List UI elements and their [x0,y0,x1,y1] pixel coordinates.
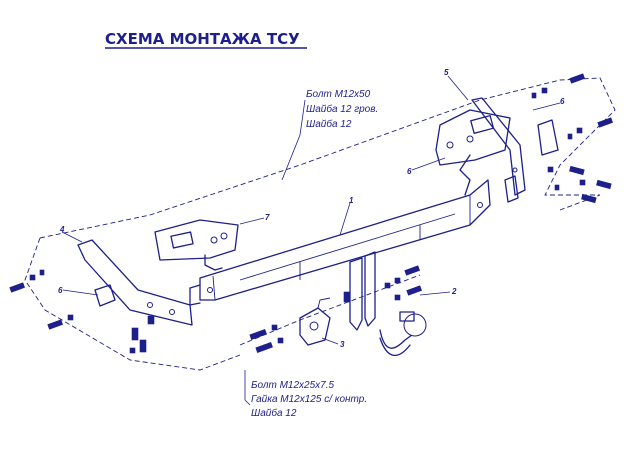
note-bolt-m12x50: Болт М12х50 [306,89,371,100]
label-part-7: 7 [265,213,270,222]
label-part-3: 3 [340,340,345,349]
main-beam [189,179,491,306]
note-washer-12: Шайба 12 [306,118,352,130]
label-part-6-right: 6 [560,97,565,106]
assembly-outline-upper [39,77,616,239]
label-part-1: 1 [349,196,354,205]
socket-plate [299,297,331,346]
bolts-lower-center [249,265,422,353]
tow-ball [379,311,427,357]
note-washer-grover: Шайба 12 гров. [306,103,378,115]
leader-lines [61,75,561,406]
angle-bracket-mid [504,175,519,203]
label-part-5: 5 [444,68,449,77]
right-mounting-plate [435,109,511,196]
label-part-6-left: 6 [58,286,63,295]
right-side-bracket [471,97,526,196]
label-part-6-center: 6 [407,167,412,176]
bolts-left [9,269,155,354]
angle-bracket-right [537,119,559,156]
left-side-bracket [77,239,193,326]
label-part-2: 2 [451,287,457,296]
diagram-title: СХЕМА МОНТАЖА ТСУ [105,30,300,48]
assembly-outline-lower [24,237,241,371]
fastener-note-lower: Болт М12х25х7.5 Гайка М12х125 с/ контр. … [251,380,367,419]
note-nut-m12: Гайка М12х125 с/ контр. [251,394,367,405]
label-part-4: 4 [59,225,65,234]
assembly-outline-fasteners [239,274,421,346]
left-mounting-plate [154,219,239,271]
note-washer-12-lower: Шайба 12 [251,407,297,419]
note-bolt-m12x25: Болт М12х25х7.5 [251,380,335,391]
ball-mount-bracket [343,251,376,331]
fastener-note-upper: Болт М12х50 Шайба 12 гров. Шайба 12 [306,89,378,130]
bolts-upper-right [531,73,613,204]
